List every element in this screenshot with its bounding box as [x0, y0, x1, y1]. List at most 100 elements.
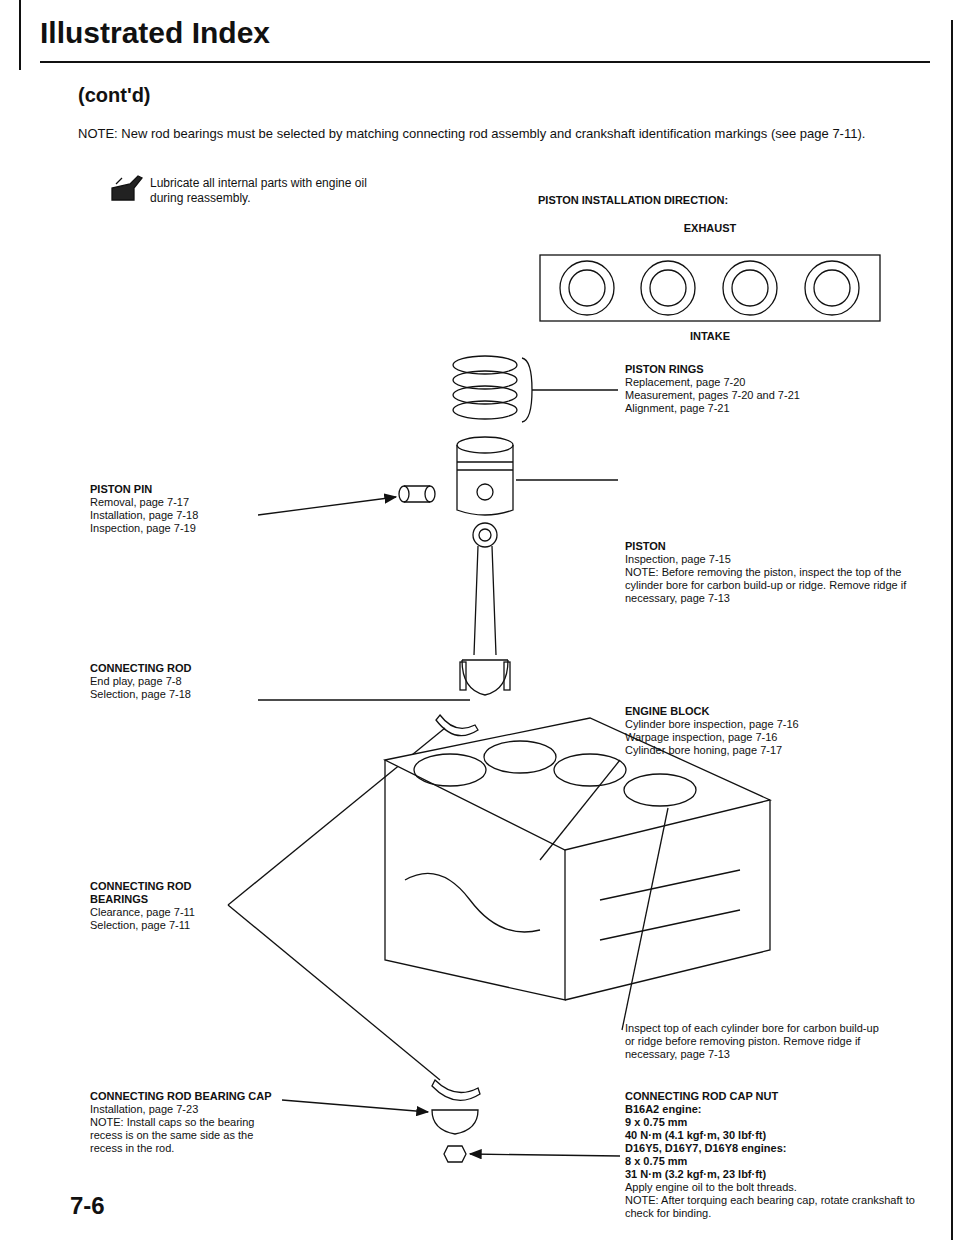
callout-group: PISTONInspection, page 7-15NOTE: Before …: [625, 540, 935, 605]
label-text: Clearance, page 7-11: [90, 906, 225, 919]
part-name: CONNECTING ROD: [90, 662, 255, 675]
illustration-circle: [473, 523, 497, 547]
illustration-path: [457, 445, 513, 515]
part-name: 8 x 0.75 mm: [625, 1155, 925, 1168]
callout-group: CONNECTING ROD BEARING CAPInstallation, …: [90, 1090, 278, 1155]
illustration-circle: [805, 261, 859, 315]
illustration-ellipse: [399, 486, 409, 502]
illustration-circle: [723, 261, 777, 315]
label-text: NOTE: After torquing each bearing cap, r…: [625, 1194, 925, 1220]
illustration-path: [405, 873, 540, 932]
illustration-line: [40, 61, 930, 63]
illustration-line: [228, 905, 440, 1080]
illustration-circle: [732, 270, 768, 306]
callout-group: CONNECTING ROD CAP NUTB16A2 engine:9 x 0…: [625, 1090, 925, 1220]
label-text: Replacement, page 7-20: [625, 376, 935, 389]
part-name: B16A2 engine:: [625, 1103, 925, 1116]
part-name: PISTON: [625, 540, 935, 553]
callout-group: PISTON RINGSReplacement, page 7-20Measur…: [625, 363, 935, 415]
label-text: Cylinder bore inspection, page 7-16: [625, 718, 925, 731]
illustration-ellipse: [624, 774, 696, 806]
part-name: CONNECTING ROD CAP NUT: [625, 1090, 925, 1103]
label-text: Apply engine oil to the bolt threads.: [625, 1181, 925, 1194]
illustration-line: [258, 497, 396, 515]
part-name: PISTON PIN: [90, 483, 255, 496]
illustration-circle: [814, 270, 850, 306]
part-name: ENGINE BLOCK: [625, 705, 925, 718]
illustration-rect: [504, 662, 510, 690]
part-name: D16Y5, D16Y7, D16Y8 engines:: [625, 1142, 925, 1155]
illustration-circle: [641, 261, 695, 315]
illustration-line: [622, 808, 668, 1030]
label-text: PISTON INSTALLATION DIRECTION:: [538, 194, 878, 207]
illustration-path: [432, 1080, 480, 1100]
callout-group: ENGINE BLOCKCylinder bore inspection, pa…: [625, 705, 925, 757]
illustration-line: [116, 178, 122, 184]
page-number-group: 7-6: [70, 1192, 170, 1220]
label-text: End play, page 7-8: [90, 675, 255, 688]
label-text: Cylinder bore honing, page 7-17: [625, 744, 925, 757]
direction-label-group: EXHAUST: [560, 222, 860, 235]
illustration-line: [532, 389, 618, 390]
illustration-path: [444, 1146, 466, 1162]
label-text: 7-6: [70, 1192, 170, 1220]
illustration-line: [540, 760, 620, 860]
illustration-line: [457, 469, 513, 470]
label-text: Lubricate all internal parts with engine…: [150, 176, 390, 206]
illustration-line: [19, 0, 21, 70]
part-name: 9 x 0.75 mm: [625, 1116, 925, 1129]
label-text: Inspect top of each cylinder bore for ca…: [625, 1022, 885, 1061]
illustration-path: [436, 715, 478, 736]
illustration-rect: [460, 662, 466, 690]
illustration-path: [112, 176, 142, 200]
direction-label-group: INTAKE: [560, 330, 860, 343]
illustration-rect: [540, 255, 880, 321]
callout-group: Inspect top of each cylinder bore for ca…: [625, 1022, 885, 1061]
illustration-line: [457, 461, 513, 462]
callout-group: CONNECTING ROD BEARINGSClearance, page 7…: [90, 880, 225, 932]
illustration-path: [462, 660, 508, 695]
label-text: Selection, page 7-18: [90, 688, 255, 701]
label-text: (cont'd): [78, 84, 328, 108]
illustration-ellipse: [457, 437, 513, 453]
illustration-line: [282, 1100, 428, 1112]
label-text: Removal, page 7-17: [90, 496, 255, 509]
label-text: Warpage inspection, page 7-16: [625, 731, 925, 744]
page-title: Illustrated Index: [40, 16, 270, 50]
illustration-path: [522, 358, 532, 422]
label-text: INTAKE: [560, 330, 860, 343]
illustration-line: [516, 479, 618, 480]
page-note-group: NOTE: New rod bearings must be selected …: [78, 126, 928, 143]
illustration-path: [600, 870, 740, 940]
label-text: NOTE: Install caps so the bearing recess…: [90, 1116, 278, 1155]
label-text: Installation, page 7-18: [90, 509, 255, 522]
illustration-circle: [477, 484, 493, 500]
illustration-circle: [650, 270, 686, 306]
illustration-ellipse: [453, 401, 517, 419]
illustration-ellipse: [414, 754, 486, 786]
callout-group: PISTON PINRemoval, page 7-17Installation…: [90, 483, 255, 535]
label-text: NOTE: New rod bearings must be selected …: [78, 126, 928, 143]
label-text: Inspection, page 7-19: [90, 522, 255, 535]
illustration-path: [565, 800, 770, 1000]
part-name: CONNECTING ROD BEARINGS: [90, 880, 225, 906]
illustration-line: [258, 699, 470, 700]
part-name: PISTON RINGS: [625, 363, 935, 376]
illustration-path: [432, 1110, 478, 1134]
direction-heading-group: PISTON INSTALLATION DIRECTION:: [538, 194, 878, 207]
illustration-circle: [479, 529, 491, 541]
illustration-g: [20, 0, 952, 1240]
illustration-circle: [560, 261, 614, 315]
illustration-path: [385, 760, 565, 1000]
part-name: CONNECTING ROD BEARING CAP: [90, 1090, 278, 1103]
illustration-circle: [569, 270, 605, 306]
continued-mark-group: (cont'd): [78, 84, 328, 108]
illustration-ellipse: [425, 486, 435, 502]
callout-group: CONNECTING RODEnd play, page 7-8Selectio…: [90, 662, 255, 701]
label-text: Alignment, page 7-21: [625, 402, 935, 415]
label-text: Measurement, pages 7-20 and 7-21: [625, 389, 935, 402]
illustration-ellipse: [554, 754, 626, 786]
part-name: 40 N·m (4.1 kgf·m, 30 lbf·ft): [625, 1129, 925, 1142]
label-text: Inspection, page 7-15: [625, 553, 935, 566]
